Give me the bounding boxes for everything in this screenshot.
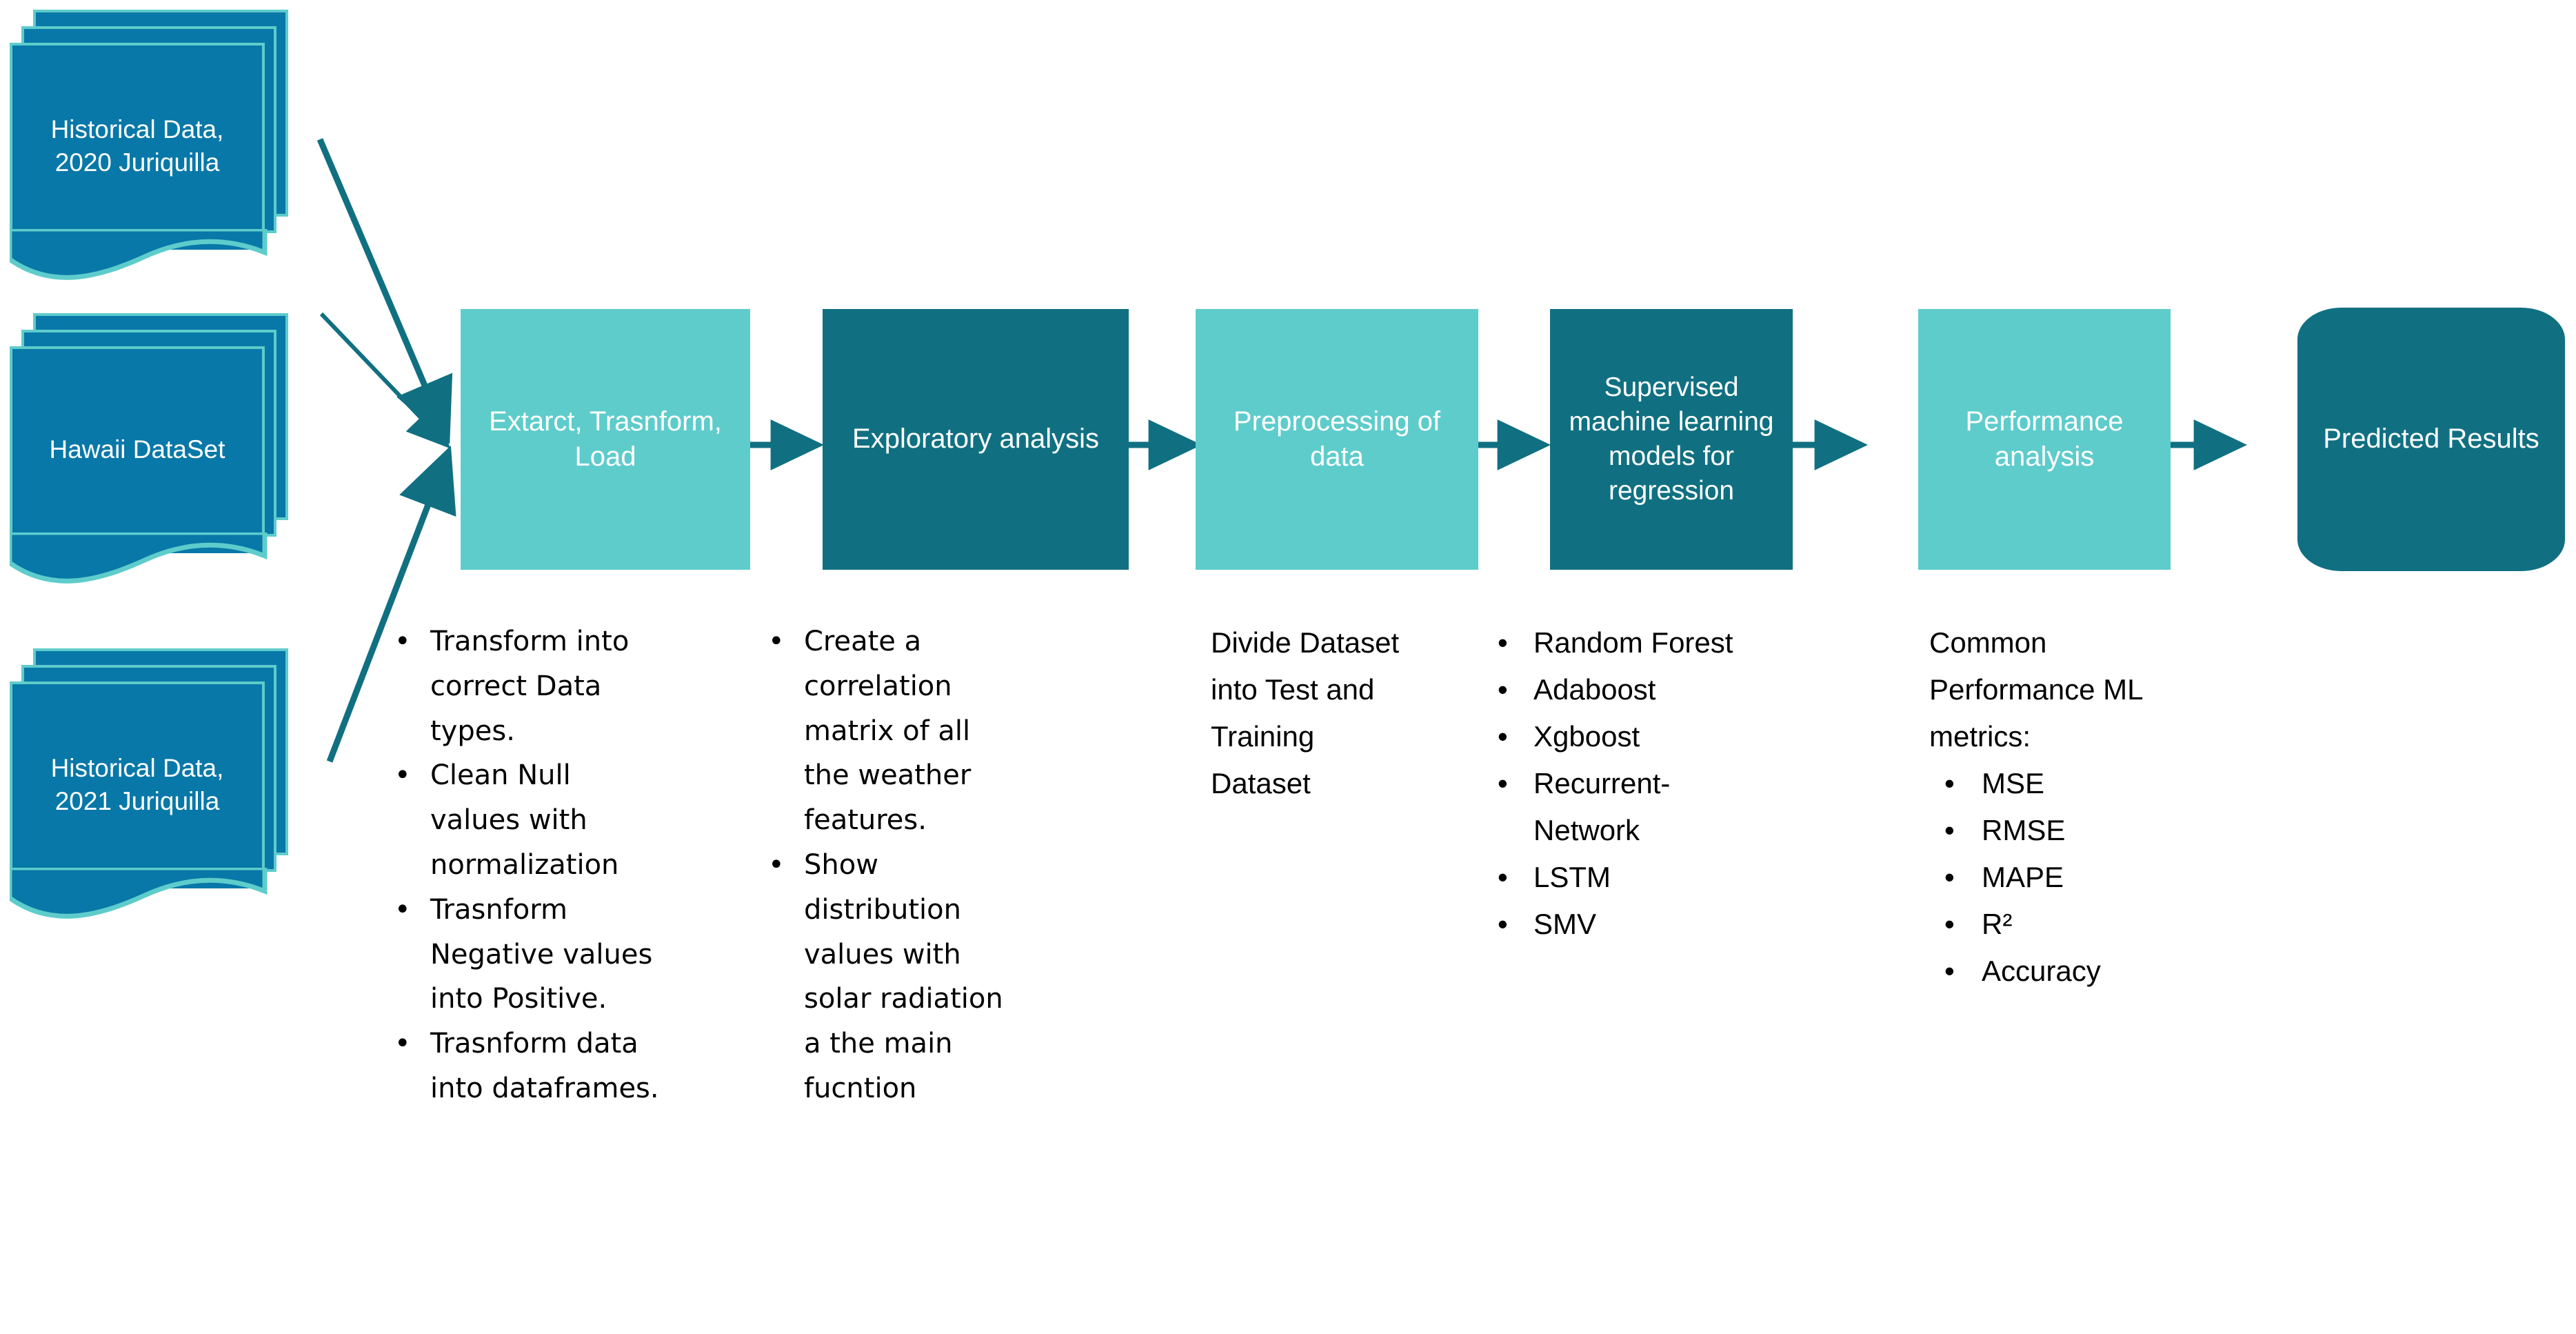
details-performance: Common Performance ML metrics: MSE RMSE … [1929, 619, 2200, 995]
list-item: Create a correlation matrix of all the w… [761, 619, 1022, 843]
stage-performance-analysis[interactable]: Performance analysis [1918, 309, 2171, 570]
etl-bullet-list: Transform into correct Data types. Clean… [388, 619, 663, 1111]
document-sheet-front [10, 681, 265, 888]
list-item: Xgboost [1491, 713, 1739, 760]
document-wave-edge [10, 868, 268, 919]
list-item: Trasnform Negative values into Positive. [388, 888, 663, 1022]
stage-exploratory-analysis[interactable]: Exploratory analysis [823, 309, 1129, 570]
document-wave-edge [10, 532, 268, 584]
details-etl: Transform into correct Data types. Clean… [388, 619, 663, 1111]
list-item: Show distribution values with solar radi… [761, 843, 1022, 1111]
connector-historical-2020 [316, 138, 453, 444]
details-exploratory-analysis: Create a correlation matrix of all the w… [761, 619, 1022, 1111]
preprocessing-text: Divide Dataset into Test and Training Da… [1211, 626, 1400, 800]
models-bullet-list: Random Forest Adaboost Xgboost Recurrent… [1491, 619, 1739, 948]
document-wave-edge [10, 229, 268, 280]
document-sheet-front [10, 346, 265, 553]
list-item: Clean Null values with normalization [388, 753, 663, 887]
exploratory-bullet-list: Create a correlation matrix of all the w… [761, 619, 1022, 1111]
source-historical-data-2021[interactable]: Historical Data, 2021 Juriquilla [10, 648, 292, 924]
connector-hawaii-dataset [319, 312, 450, 449]
document-sheet-front [10, 43, 265, 250]
list-item: Recurrent-Network [1491, 760, 1739, 854]
source-historical-data-2020[interactable]: Historical Data, 2020 Juriquilla [10, 10, 292, 286]
list-item: LSTM [1491, 854, 1739, 901]
list-item: R² [1929, 901, 2200, 948]
details-models: Random Forest Adaboost Xgboost Recurrent… [1491, 619, 1739, 948]
performance-bullet-list: MSE RMSE MAPE R² Accuracy [1929, 760, 2200, 995]
list-item: Trasnform data into dataframes. [388, 1022, 663, 1111]
list-item: Accuracy [1929, 948, 2200, 995]
list-item: MSE [1929, 760, 2200, 807]
stage-predicted-results[interactable]: Predicted Results [2297, 308, 2565, 571]
source-label: Historical Data, 2021 Juriquilla [50, 753, 224, 815]
source-label: Hawaii DataSet [49, 435, 225, 464]
source-label: Historical Data, 2020 Juriquilla [50, 115, 224, 177]
list-item: SMV [1491, 901, 1739, 948]
stage-supervised-models[interactable]: Supervised machine learning models for r… [1550, 309, 1793, 570]
performance-heading: Common Performance ML metrics: [1929, 626, 2142, 753]
list-item: RMSE [1929, 807, 2200, 854]
stage-etl[interactable]: Extarct, Trasnform, Load [461, 309, 750, 570]
details-preprocessing: Divide Dataset into Test and Training Da… [1211, 619, 1412, 807]
source-hawaii-dataset[interactable]: Hawaii DataSet [10, 313, 292, 589]
list-item: Transform into correct Data types. [388, 619, 663, 753]
list-item: MAPE [1929, 854, 2200, 901]
list-item: Adaboost [1491, 666, 1739, 713]
stage-preprocessing[interactable]: Preprocessing of data [1196, 309, 1478, 570]
list-item: Random Forest [1491, 619, 1739, 666]
